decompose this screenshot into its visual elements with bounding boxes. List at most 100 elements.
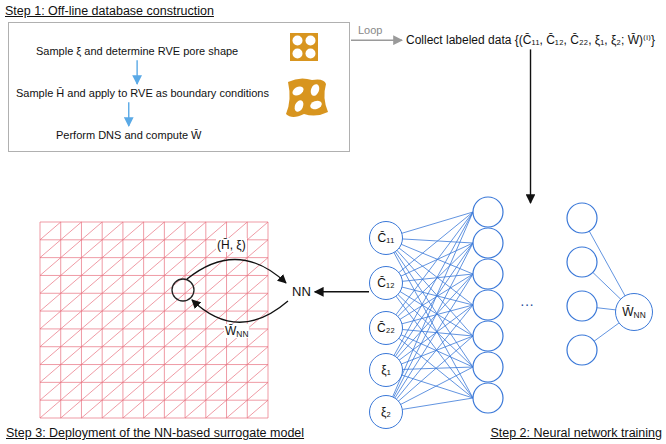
- mesh-diagonal: [247, 400, 268, 418]
- mesh-diagonal: [247, 258, 268, 276]
- mesh-diagonal: [164, 222, 185, 240]
- mesh-line: [268, 222, 269, 418]
- node-text: C̄₁₁: [378, 231, 395, 245]
- mesh-diagonal: [144, 365, 165, 383]
- mesh-diagonal: [61, 347, 82, 365]
- process-step: Sample H̄ and apply to RVE as boundary c…: [14, 86, 271, 101]
- mesh-diagonal: [185, 222, 206, 240]
- node-text: C̄₂₂: [377, 321, 395, 335]
- mesh-diagonal: [185, 240, 206, 258]
- mesh-diagonal: [102, 222, 123, 240]
- mesh-line: [40, 222, 41, 418]
- mesh-diagonal: [123, 347, 144, 365]
- mesh-diagonal: [61, 240, 82, 258]
- input-neuron: C̄₁₂: [369, 266, 403, 300]
- mesh-diagonal: [81, 400, 102, 418]
- mesh-diagonal: [164, 400, 185, 418]
- mesh-diagonal: [40, 329, 61, 347]
- hidden-neuron: [473, 197, 503, 227]
- mesh-diagonal: [206, 382, 227, 400]
- mesh-diagonal: [164, 240, 185, 258]
- mesh-diagonal: [164, 311, 185, 329]
- mesh-diagonal: [185, 347, 206, 365]
- flow-arrow: [315, 291, 369, 292]
- mesh-line: [81, 222, 82, 418]
- mesh-diagonal: [61, 222, 82, 240]
- rve-undeformed: [290, 33, 318, 61]
- mesh-diagonal: [123, 258, 144, 276]
- step-heading: Step 1: Off-line database construction: [5, 4, 214, 19]
- mesh-diagonal: [81, 275, 102, 293]
- mesh-diagonal: [247, 293, 268, 311]
- process-step: Perform DNS and compute W̄: [54, 128, 204, 143]
- node-text: ξ₁: [381, 363, 390, 377]
- mesh-diagonal: [164, 347, 185, 365]
- mesh-line: [60, 222, 61, 418]
- mesh-diagonal: [144, 258, 165, 276]
- mesh-diagonal: [61, 311, 82, 329]
- mesh-line: [40, 275, 268, 276]
- mesh-diagonal: [247, 311, 268, 329]
- mesh-diagonal: [102, 382, 123, 400]
- mesh-diagonal: [61, 293, 82, 311]
- mesh-diagonal: [227, 275, 248, 293]
- mesh-line: [102, 222, 103, 418]
- mesh-diagonal: [81, 258, 102, 276]
- hidden-neuron: [473, 259, 503, 289]
- mesh-diagonal: [102, 275, 123, 293]
- node-text: Perform DNS and compute W̄: [56, 129, 202, 142]
- mesh-line: [40, 382, 268, 383]
- mesh-diagonal: [123, 365, 144, 383]
- mesh-diagonal: [227, 293, 248, 311]
- mesh-diagonal: [123, 311, 144, 329]
- network-links: [386, 197, 634, 413]
- mesh-diagonal: [81, 293, 102, 311]
- node-text: NN: [292, 284, 311, 300]
- mesh-diagonal: [40, 293, 61, 311]
- mesh-diagonal: [247, 222, 268, 240]
- mesh-diagonal: [227, 382, 248, 400]
- mesh-diagonal: [144, 222, 165, 240]
- mesh-diagonal: [102, 329, 123, 347]
- query-arrow: [187, 259, 286, 283]
- hidden-neuron: [567, 291, 597, 321]
- mesh-diagonal: [206, 347, 227, 365]
- mesh-diagonal: [40, 240, 61, 258]
- mesh-diagonal: [40, 382, 61, 400]
- mesh-diagonal: [102, 347, 123, 365]
- mesh-diagonal: [81, 311, 102, 329]
- mesh-diagonal: [61, 275, 82, 293]
- deployment-panel: Step 3: Deployment of the NN-based surro…: [0, 200, 362, 444]
- mesh-line: [185, 222, 186, 418]
- mesh-line: [143, 222, 144, 418]
- rve-deformed: [286, 78, 328, 117]
- mesh-diagonal: [102, 240, 123, 258]
- hidden-neuron: [567, 335, 597, 365]
- mesh-diagonal: [144, 400, 165, 418]
- input-neuron: C̄₂₂: [369, 311, 403, 345]
- mesh-diagonal: [123, 222, 144, 240]
- input-label: (H̄, ξ): [216, 238, 247, 252]
- mesh-diagonal: [247, 382, 268, 400]
- hidden-neuron: [473, 352, 503, 382]
- output-neuron: W̄NN: [615, 293, 653, 331]
- flow-arrow: [530, 49, 531, 203]
- mesh-diagonal: [206, 275, 227, 293]
- mesh-line: [205, 222, 206, 418]
- input-neuron: C̄₁₁: [369, 221, 403, 255]
- node-text: Collect labeled data {(C̄₁₁, C̄₁₂, C̄₂₂,…: [406, 33, 655, 47]
- weight-link: [386, 243, 473, 370]
- step-heading: Step 2: Neural network training: [490, 426, 662, 441]
- return-arrow: [192, 300, 288, 322]
- mesh-diagonal: [102, 258, 123, 276]
- mesh-diagonal: [247, 365, 268, 383]
- mesh-diagonal: [123, 275, 144, 293]
- mesh-diagonal: [206, 400, 227, 418]
- flow-arrow: [351, 39, 402, 40]
- output-label: W̄NN: [224, 324, 249, 338]
- mesh-diagonal: [61, 400, 82, 418]
- mesh-diagonal: [144, 311, 165, 329]
- step-heading: Step 3: Deployment of the NN-based surro…: [6, 426, 304, 441]
- mesh-diagonal: [81, 329, 102, 347]
